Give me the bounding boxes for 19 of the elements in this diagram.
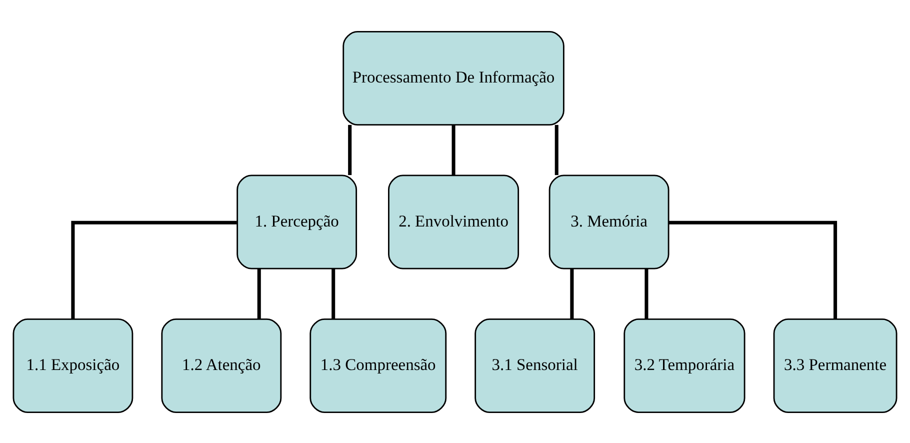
node-box: 1. Percepção <box>236 174 358 269</box>
node-box: Processamento De Informação <box>342 30 564 125</box>
node-box: 3.3 Permanente <box>773 318 898 412</box>
connector <box>452 124 456 175</box>
node-box: 1.3 Compreensão <box>310 318 447 412</box>
node-box: 1.1 Exposição <box>12 318 134 412</box>
node-box: 2. Envolvimento <box>388 174 520 269</box>
node-box: 3. Memória <box>548 174 670 269</box>
connector <box>348 124 352 175</box>
node-box: 1.2 Atenção <box>161 318 282 412</box>
connector <box>257 268 261 318</box>
node-box: 3.2 Temporária <box>624 318 746 412</box>
connector <box>644 268 648 318</box>
connector <box>554 124 558 175</box>
connector <box>71 220 237 318</box>
node-box: 3.1 Sensorial <box>474 318 596 412</box>
connector <box>570 268 574 318</box>
connector <box>332 268 336 318</box>
connector <box>668 220 838 318</box>
